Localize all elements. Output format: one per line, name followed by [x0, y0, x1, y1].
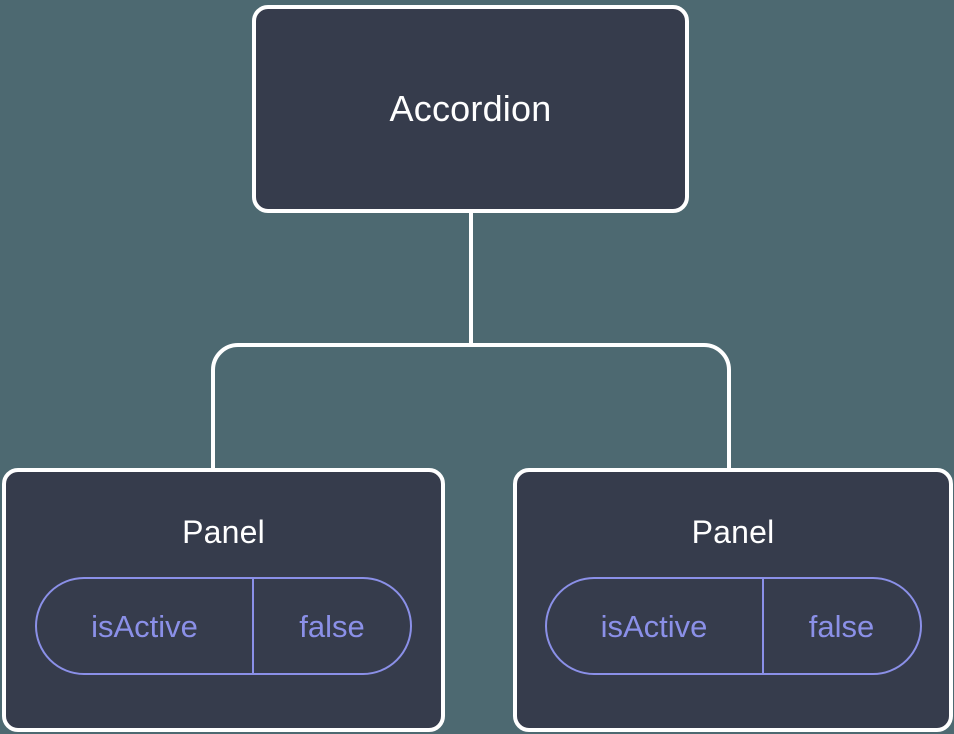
prop-value: false	[761, 579, 920, 673]
prop-value: false	[252, 579, 410, 673]
edge-root-to-child-0	[211, 343, 471, 468]
edge-root-to-child-1	[471, 343, 731, 468]
prop-badge[interactable]: isActive false	[544, 577, 922, 675]
tree-node-accordion[interactable]: Accordion	[252, 5, 689, 213]
node-title: Panel	[691, 514, 775, 550]
prop-key: isActive	[91, 608, 198, 644]
node-title: Accordion	[389, 88, 552, 129]
prop-key: isActive	[600, 608, 708, 644]
prop-badge[interactable]: isActive false	[35, 577, 412, 675]
tree-node-panel-1[interactable]: Panel isActive false	[2, 468, 445, 732]
node-title: Panel	[182, 514, 265, 550]
tree-node-panel-2[interactable]: Panel isActive false	[513, 468, 953, 732]
